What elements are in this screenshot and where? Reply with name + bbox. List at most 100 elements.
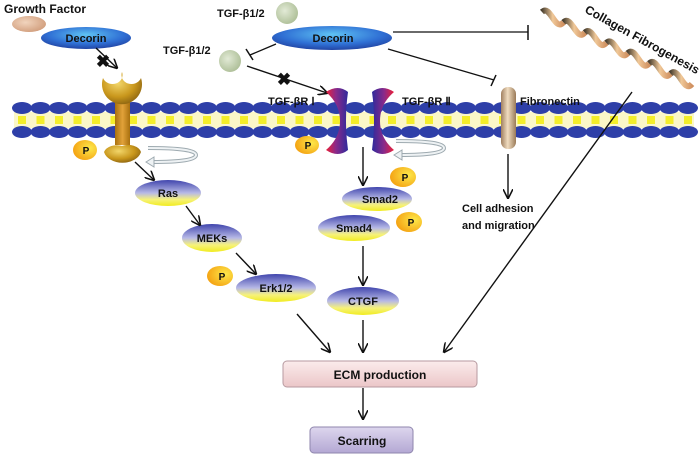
lipid-head <box>678 126 698 138</box>
lipid-tail <box>351 116 359 124</box>
lipid-head <box>641 126 661 138</box>
lipid-head <box>474 102 495 114</box>
recycle-arrow-gf <box>145 146 199 168</box>
cell-membrane <box>12 102 698 138</box>
lipid-head <box>474 126 495 138</box>
lipid-tail <box>221 116 230 124</box>
arrow-collagen-ecm <box>444 91 633 352</box>
lipid-tail <box>628 116 637 124</box>
svg-text:Ras: Ras <box>158 188 178 200</box>
node-smad4: Smad4 <box>318 215 390 241</box>
svg-text:MEKs: MEKs <box>197 233 228 245</box>
node-meks: MEKs <box>182 224 242 252</box>
lipid-head <box>12 102 32 114</box>
growth-factor-receptor <box>102 72 142 163</box>
lipid-head <box>548 126 569 138</box>
lipid-tail <box>610 116 618 124</box>
lipid-tail <box>369 116 378 124</box>
lipid-head <box>511 102 532 114</box>
lipid-head <box>178 102 199 114</box>
helix-turn <box>604 38 630 59</box>
lipid-head <box>567 126 587 138</box>
lipid-tail <box>240 116 248 124</box>
lipid-head <box>382 126 402 138</box>
arrow-erk-ecm <box>296 313 330 352</box>
lipid-head <box>289 102 310 114</box>
lipid-head <box>86 102 106 114</box>
lipid-head <box>659 102 680 114</box>
lipid-tail <box>258 116 267 124</box>
lipid-head <box>530 102 550 114</box>
lipid-head <box>252 126 273 138</box>
scarring-box: Scarring <box>309 426 414 454</box>
lipid-head <box>271 126 291 138</box>
lipid-tail <box>332 116 341 124</box>
inhibit-bar <box>490 74 497 87</box>
lipid-head <box>308 126 328 138</box>
lipid-head <box>197 126 217 138</box>
helix-turn <box>668 69 695 90</box>
growth-factor-label: Growth Factor <box>4 2 86 16</box>
lipid-head <box>622 126 643 138</box>
tgf-ligand-left <box>219 50 241 72</box>
lipid-head <box>30 126 51 138</box>
lipid-tail <box>314 116 322 124</box>
helix-turn <box>582 28 609 48</box>
collagen-helix <box>539 7 695 90</box>
lipid-head <box>234 102 254 114</box>
lipid-tail <box>55 116 63 124</box>
lipid-tail <box>665 116 674 124</box>
lipid-head <box>49 102 69 114</box>
lipid-tail <box>536 116 544 124</box>
lipid-head <box>86 126 106 138</box>
lipid-head <box>604 126 624 138</box>
decorin-center <box>272 26 392 50</box>
lipid-tail <box>36 116 45 124</box>
tgf-receptor-1-label: TGF-βR Ⅰ <box>268 96 315 108</box>
lipid-head <box>400 102 421 114</box>
lipid-head <box>67 126 88 138</box>
lipid-head <box>234 126 254 138</box>
lipid-head <box>345 102 365 114</box>
svg-text:P: P <box>408 218 415 229</box>
helix-turn <box>625 48 652 69</box>
cell-adhesion-label-2: and migration <box>462 220 535 232</box>
lipid-head <box>308 102 328 114</box>
block-x-icon: ✖ <box>96 52 110 71</box>
cell-adhesion-label-1: Cell adhesion <box>462 203 534 215</box>
phospho-erk: P <box>207 266 233 286</box>
lipid-tail <box>684 116 692 124</box>
lipid-head <box>641 102 661 114</box>
fibronectin-label: Fibronectin <box>520 96 580 108</box>
lipid-head <box>345 126 365 138</box>
svg-text:P: P <box>402 173 409 184</box>
tgf-ligand-top <box>276 2 298 24</box>
lipid-tail <box>480 116 489 124</box>
lipid-tail <box>425 116 433 124</box>
lipid-tail <box>295 116 304 124</box>
lipid-head <box>567 102 587 114</box>
lipid-head <box>12 126 32 138</box>
node-erk: Erk1/2 <box>236 274 316 302</box>
arrow-ras-meks <box>185 205 200 225</box>
lipid-head <box>30 102 51 114</box>
inhibit-decorin-fibronectin <box>387 48 495 81</box>
lipid-head <box>160 126 180 138</box>
block-x-icon: ✖ <box>277 70 291 89</box>
lipid-head <box>419 126 439 138</box>
node-ctgf: CTGF <box>327 287 399 315</box>
lipid-head <box>456 126 476 138</box>
lipid-tail <box>591 116 600 124</box>
lipid-tail <box>129 116 137 124</box>
lipid-tail <box>166 116 174 124</box>
lipid-tail <box>147 116 156 124</box>
lipid-head <box>289 126 310 138</box>
lipid-tail <box>517 116 526 124</box>
svg-text:ECM production: ECM production <box>334 368 427 382</box>
svg-text:Smad4: Smad4 <box>336 223 373 235</box>
lipid-tail <box>92 116 100 124</box>
inhibit-bar <box>245 48 254 61</box>
arrow-receptor-ras <box>134 161 154 180</box>
lipid-tail <box>73 116 82 124</box>
lipid-head <box>678 102 698 114</box>
